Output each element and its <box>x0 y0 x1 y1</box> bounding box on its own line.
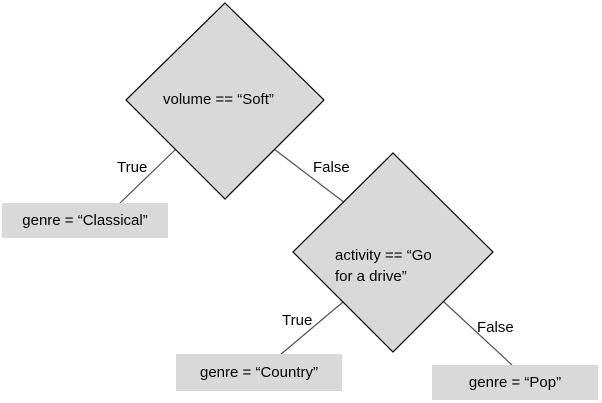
edge-root-false <box>273 148 346 204</box>
edge-inner-true <box>279 301 344 356</box>
root-false-label: False <box>313 159 350 176</box>
root-condition-text: volume == “Soft” <box>163 91 274 108</box>
inner-decision-diamond <box>292 152 494 353</box>
inner-false-label: False <box>477 319 514 336</box>
inner-condition-line-1: activity == “Go <box>335 247 432 264</box>
root-true-label: True <box>117 159 148 176</box>
root-decision-diamond <box>125 2 325 200</box>
leaf-genre-country: genre = “Country” <box>176 354 342 391</box>
leaf-genre-pop: genre = “Pop” <box>432 365 598 400</box>
inner-condition-line-2: for a drive” <box>335 268 407 285</box>
leaf-genre-classical: genre = “Classical” <box>2 203 168 238</box>
inner-true-label: True <box>282 312 313 329</box>
edge-root-true <box>119 148 177 204</box>
inner-condition-text: activity == “Go for a drive” <box>335 245 432 287</box>
edge-inner-false <box>443 301 513 366</box>
